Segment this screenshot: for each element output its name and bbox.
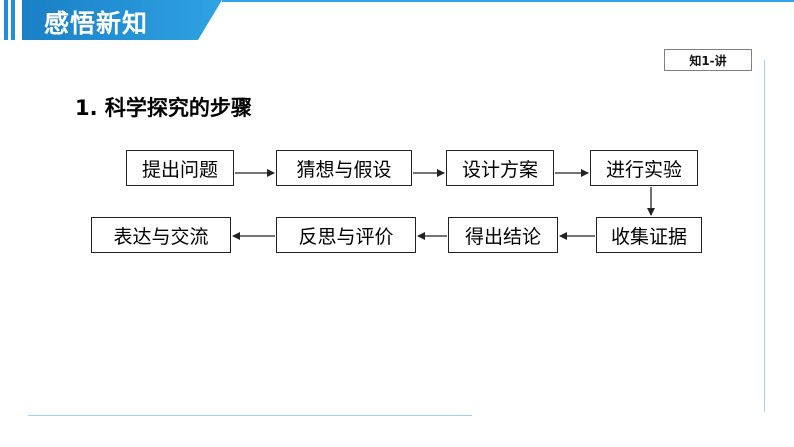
step-box-5: 收集证据 bbox=[596, 217, 702, 253]
step-box-4: 进行实验 bbox=[590, 150, 698, 186]
section-heading: 1. 科学探究的步骤 bbox=[75, 96, 252, 120]
banner-title: 感悟新知 bbox=[44, 9, 149, 38]
header-banner: 感悟新知 bbox=[0, 0, 240, 40]
step-box-2: 猜想与假设 bbox=[276, 150, 412, 186]
step-box-3: 设计方案 bbox=[446, 150, 554, 186]
top-rule bbox=[222, 0, 794, 2]
right-rule bbox=[764, 60, 765, 412]
step-box-8: 表达与交流 bbox=[91, 217, 231, 253]
banner-stripes bbox=[0, 0, 60, 40]
step-box-7: 反思与评价 bbox=[276, 217, 416, 253]
step-box-1: 提出问题 bbox=[126, 150, 234, 186]
bottom-rule bbox=[28, 415, 472, 416]
section-tag: 知1-讲 bbox=[664, 49, 752, 71]
banner-background bbox=[22, 0, 222, 40]
step-box-6: 得出结论 bbox=[448, 217, 558, 253]
